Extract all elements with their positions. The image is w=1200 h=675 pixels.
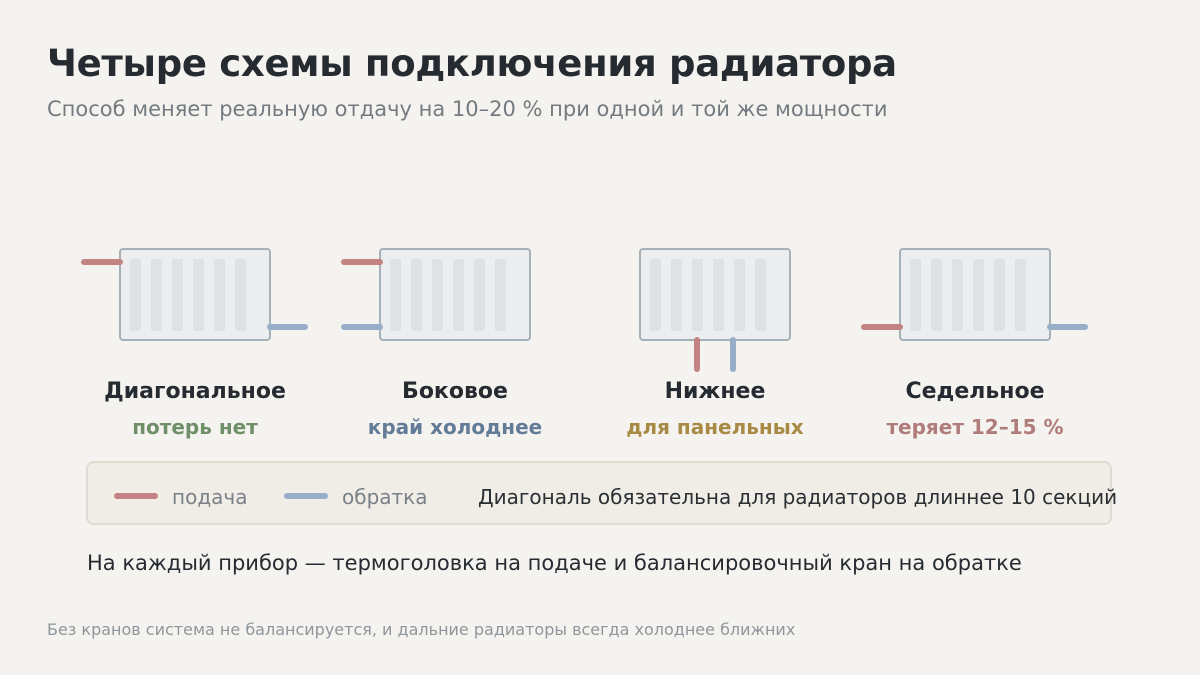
supply-legend-label: подача [172,485,248,509]
return-swatch [284,493,328,499]
legend-note: Диагональ обязательна для радиаторов дли… [478,485,1118,509]
scheme-bottom-diagram [639,248,791,372]
radiator-sections [910,259,1026,331]
legend-box: подача обратка Диагональ обязательна для… [86,461,1117,525]
scheme-saddle-diagram [861,248,1088,341]
scheme-bottom-label: Нижнее [664,379,766,404]
scheme-side-label: Боковое [402,379,508,404]
scheme-diagonal-label: Диагональное [104,379,286,404]
scheme-bottom-note: для панельных [626,415,804,439]
radiator-schemes-diagram [81,248,1088,372]
page-subtitle: Способ меняет реальную отдачу на 10–20 %… [47,97,888,121]
scheme-side-diagram [341,248,531,341]
return-legend-label: обратка [342,485,428,509]
recommendation-text: На каждый прибор — термоголовка на подач… [87,551,1022,575]
page-title: Четыре схемы подключения радиатора [47,42,897,85]
scheme-saddle-note: теряет 12–15 % [886,415,1064,439]
supply-swatch [114,493,158,499]
scheme-saddle-label: Седельное [905,379,1045,404]
radiator-sections [390,259,506,331]
radiator-sections [650,259,766,331]
radiator-sections [130,259,246,331]
scheme-diagonal-diagram [81,248,308,341]
scheme-diagonal-note: потерь нет [132,415,258,439]
scheme-side-note: край холоднее [367,415,543,439]
footnote: Без кранов система не балансируется, и д… [47,620,796,639]
